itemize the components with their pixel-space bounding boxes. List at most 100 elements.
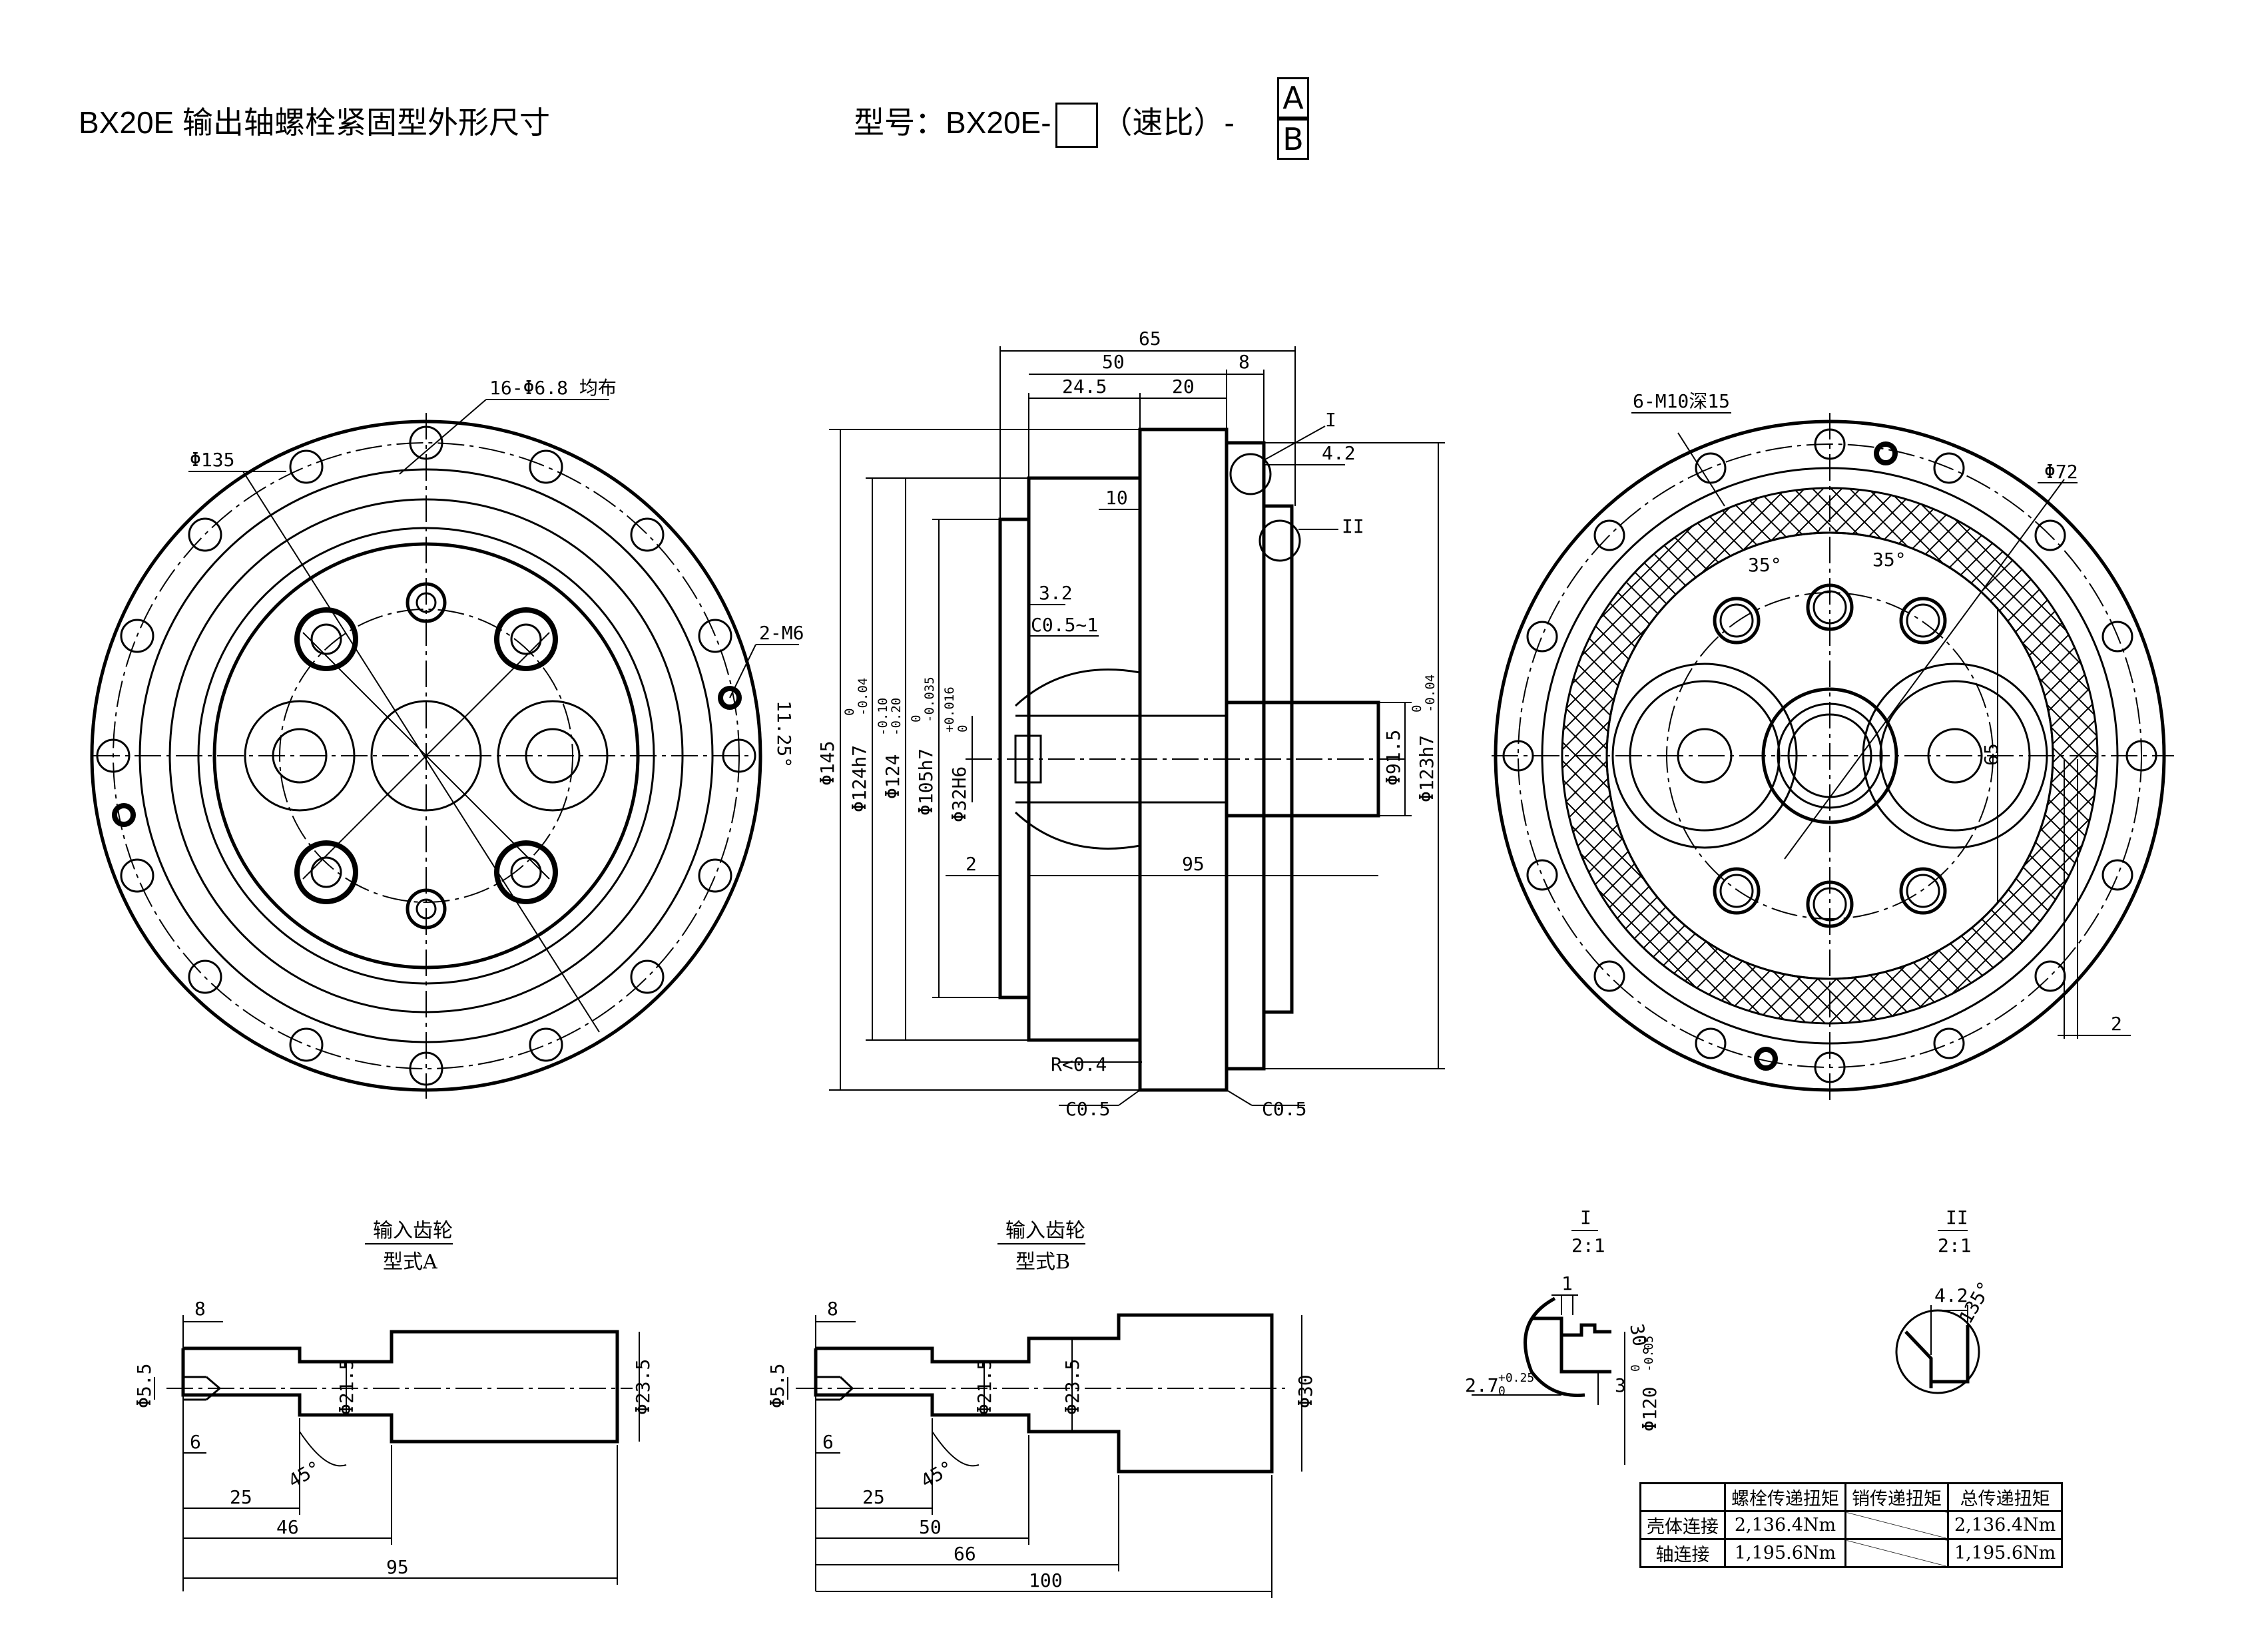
bolt-torque: 2,136.4Nm xyxy=(1724,1510,1846,1540)
gear-b-label-top: 输入齿轮 xyxy=(1005,1219,1085,1242)
angle-right: 35° xyxy=(1872,549,1906,571)
side-dim-95: 95 xyxy=(1182,853,1205,875)
detail-i-tol-120-lo: -0.05 xyxy=(1642,1336,1656,1372)
gear-b-dim-66: 66 xyxy=(954,1543,976,1565)
tol-105h7-up: 0 xyxy=(909,715,924,722)
dia-145: Φ145 xyxy=(816,741,838,786)
side-dim-c05-right: C0.5 xyxy=(1262,1098,1306,1120)
rear-dim-65: 65 xyxy=(1980,743,2002,766)
detail-i-dim-dia-120: Φ120 xyxy=(1639,1387,1661,1432)
thread-note: 6-M10深15 xyxy=(1633,390,1730,412)
gear-b-dim-dia-30: Φ30 xyxy=(1294,1374,1316,1408)
table-header-cell: 总传递扭矩 xyxy=(1946,1482,2064,1512)
pin-torque xyxy=(1844,1538,1949,1568)
side-dim-10: 10 xyxy=(1105,487,1128,509)
table-row: 轴连接 1,195.6Nm 1,195.6Nm xyxy=(1639,1538,2064,1568)
gear-a-view: 输入齿轮 型式A 8 Φ5.5 6 Φ21.5 25 45° 46 95 Φ23… xyxy=(133,1219,654,1591)
table-header-cell xyxy=(1639,1482,1726,1512)
gear-a-dim-dia-21-5: Φ21.5 xyxy=(336,1359,358,1415)
side-dim-4-2: 4.2 xyxy=(1322,442,1356,464)
tol-123h7-up: 0 xyxy=(1410,705,1424,712)
side-dim-c05-left: C0.5 xyxy=(1065,1098,1110,1120)
detail-i: I 2:1 1 30° 2.7 +0.25 0 3 Φ120 0 -0.05 xyxy=(1465,1207,1661,1465)
detail-ii-scale: 2:1 xyxy=(1938,1235,1972,1256)
hole-note: 16-Φ6.8 均布 xyxy=(489,377,617,399)
gear-a-dim-25: 25 xyxy=(230,1486,252,1508)
tol-123h7-lo: -0.04 xyxy=(1423,675,1438,712)
angle-left: 35° xyxy=(1748,554,1782,576)
side-dim-8: 8 xyxy=(1239,351,1250,373)
tol-105h7-lo: -0.035 xyxy=(922,677,937,722)
gear-b-label-bottom: 型式B xyxy=(1015,1250,1070,1274)
detail-i-tol-27-lo: 0 xyxy=(1498,1384,1506,1398)
rear-pcd: Φ72 xyxy=(2044,461,2078,483)
rear-view: 6-M10深15 Φ72 35° 35° 65 2 xyxy=(1492,390,2174,1105)
side-dim-50: 50 xyxy=(1102,351,1125,373)
detail-i-tol-120-up: 0 xyxy=(1629,1364,1643,1372)
m10-holes xyxy=(1713,583,1947,928)
gear-b-dim-100: 100 xyxy=(1029,1569,1063,1591)
option-b-box: B xyxy=(1277,119,1309,160)
dia-32h6: Φ32H6 xyxy=(948,766,970,822)
side-dim-65: 65 xyxy=(1139,328,1161,350)
tol-124-lo: -0.20 xyxy=(889,698,904,736)
tap-note: 2-M6 xyxy=(759,622,804,644)
angle-label: 11.25° xyxy=(773,700,795,768)
page-title: BX20E 输出轴螺栓紧固型外形尺寸 xyxy=(79,105,550,140)
gear-a-dim-46: 46 xyxy=(276,1516,299,1538)
total-torque: 2,136.4Nm xyxy=(1946,1510,2064,1540)
gear-a-dim-95: 95 xyxy=(386,1556,409,1578)
side-dim-24-5: 24.5 xyxy=(1062,376,1107,398)
row-label: 轴连接 xyxy=(1639,1538,1726,1568)
detail-mark-ii: II xyxy=(1342,515,1364,537)
gear-b-dim-45: 45° xyxy=(917,1456,957,1492)
tol-32h6-lo: 0 xyxy=(956,725,970,732)
gear-b-dim-6: 6 xyxy=(822,1431,834,1453)
dia-124h7: Φ124h7 xyxy=(848,745,870,812)
side-dim-20: 20 xyxy=(1172,376,1195,398)
detail-i-tol-27-up: +0.25 xyxy=(1498,1371,1534,1385)
option-a-box: A xyxy=(1277,77,1309,119)
gear-b-view: 输入齿轮 型式B 8 Φ5.5 6 Φ21.5 Φ23.5 25 45° 50 … xyxy=(766,1219,1316,1598)
tol-124h7-up: 0 xyxy=(842,708,857,716)
gear-b-dim-50: 50 xyxy=(919,1516,942,1538)
pin-torque xyxy=(1844,1510,1949,1540)
table-header-row: 螺栓传递扭矩 销传递扭矩 总传递扭矩 xyxy=(1639,1482,2064,1512)
tol-124h7-lo: -0.04 xyxy=(856,678,870,716)
side-dim-radius: R<0.4 xyxy=(1051,1053,1107,1075)
side-dim-3-2: 3.2 xyxy=(1039,582,1073,604)
gear-a-dim-6: 6 xyxy=(190,1431,201,1453)
gear-a-dim-dia-23-5: Φ23.5 xyxy=(632,1359,654,1415)
gear-b-dim-25: 25 xyxy=(862,1486,885,1508)
model-code: 型号：BX20E- （速比）- xyxy=(854,99,1235,148)
gear-a-dim-dia-5-5: Φ5.5 xyxy=(133,1364,155,1408)
detail-ii: II 2:1 4.2 135° xyxy=(1895,1207,1996,1394)
table-header-cell: 螺栓传递扭矩 xyxy=(1724,1482,1846,1512)
model-ratio: （速比）- xyxy=(1101,105,1235,140)
gear-a-label-bottom: 型式A xyxy=(383,1250,437,1274)
detail-ii-label: II xyxy=(1946,1207,1968,1229)
detail-mark-i: I xyxy=(1325,409,1336,431)
detail-i-dim-3: 3 xyxy=(1615,1374,1626,1396)
dia-124: Φ124 xyxy=(882,754,904,799)
bolt-torque: 1,195.6Nm xyxy=(1724,1538,1846,1568)
gear-b-dim-dia-21-5: Φ21.5 xyxy=(974,1359,995,1415)
torque-table: 螺栓传递扭矩 销传递扭矩 总传递扭矩 壳体连接 2,136.4Nm 2,136.… xyxy=(1639,1482,2064,1568)
rear-bolt-holes xyxy=(1502,428,2157,1083)
side-dim-2: 2 xyxy=(966,853,977,875)
side-view: 65 50 8 24.5 20 4.2 10 3.2 C0.5~1 I II 2… xyxy=(816,328,1445,1120)
ratio-box xyxy=(1055,102,1098,148)
gear-b-dim-8: 8 xyxy=(827,1298,838,1320)
model-prefix: 型号：BX20E- xyxy=(854,105,1051,140)
dia-91-5: Φ91.5 xyxy=(1382,730,1404,786)
detail-i-dim-2-7: 2.7 xyxy=(1465,1374,1499,1396)
table-row: 壳体连接 2,136.4Nm 2,136.4Nm xyxy=(1639,1510,2064,1540)
tol-32h6-up: +0.016 xyxy=(942,687,957,732)
gear-b-dim-dia-23-5: Φ23.5 xyxy=(1061,1359,1083,1415)
detail-i-label: I xyxy=(1580,1207,1591,1229)
dia-105h7: Φ105h7 xyxy=(915,748,937,816)
pcd-label: Φ135 xyxy=(190,449,234,471)
table-header-cell: 销传递扭矩 xyxy=(1844,1482,1949,1512)
row-label: 壳体连接 xyxy=(1639,1510,1726,1540)
